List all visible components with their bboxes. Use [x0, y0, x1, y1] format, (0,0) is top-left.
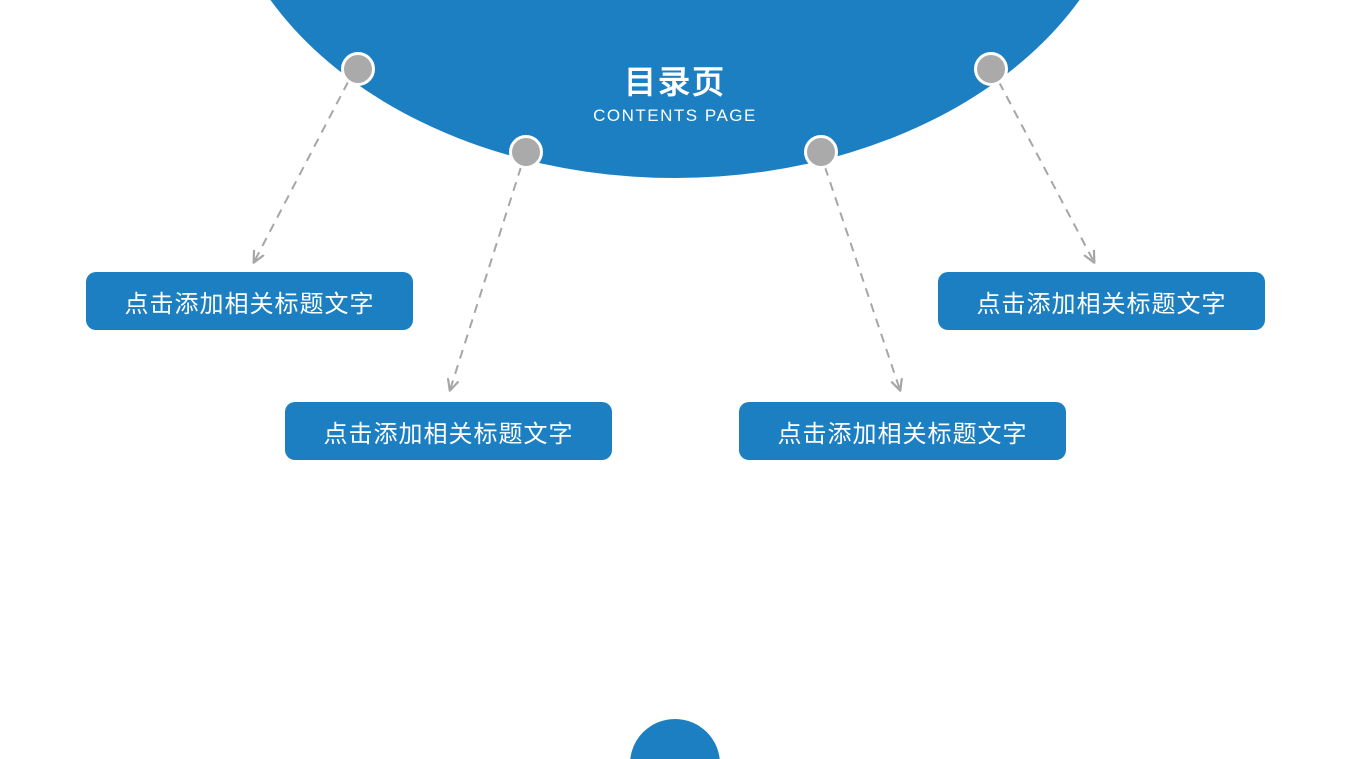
content-box-1[interactable]: 点击添加相关标题文字 — [86, 272, 413, 330]
content-box-2[interactable]: 点击添加相关标题文字 — [285, 402, 612, 460]
connector-dot-2[interactable] — [509, 135, 543, 169]
content-box-3[interactable]: 点击添加相关标题文字 — [739, 402, 1066, 460]
connector-arrow-3 — [824, 166, 900, 390]
content-box-4[interactable]: 点击添加相关标题文字 — [938, 272, 1265, 330]
header-ellipse-shape — [217, 0, 1133, 178]
content-box-3-label: 点击添加相关标题文字 — [777, 420, 1028, 448]
connector-arrow-1 — [254, 81, 349, 262]
bottom-decoration-circle — [630, 719, 720, 759]
connector-arrow-4 — [998, 81, 1094, 262]
connector-dot-3[interactable] — [804, 135, 838, 169]
connector-dot-1[interactable] — [341, 52, 375, 86]
content-box-2-label: 点击添加相关标题文字 — [323, 420, 574, 448]
content-box-1-label: 点击添加相关标题文字 — [124, 290, 375, 318]
connector-dot-4[interactable] — [974, 52, 1008, 86]
content-box-4-label: 点击添加相关标题文字 — [976, 290, 1227, 318]
connector-arrow-2 — [450, 166, 522, 390]
